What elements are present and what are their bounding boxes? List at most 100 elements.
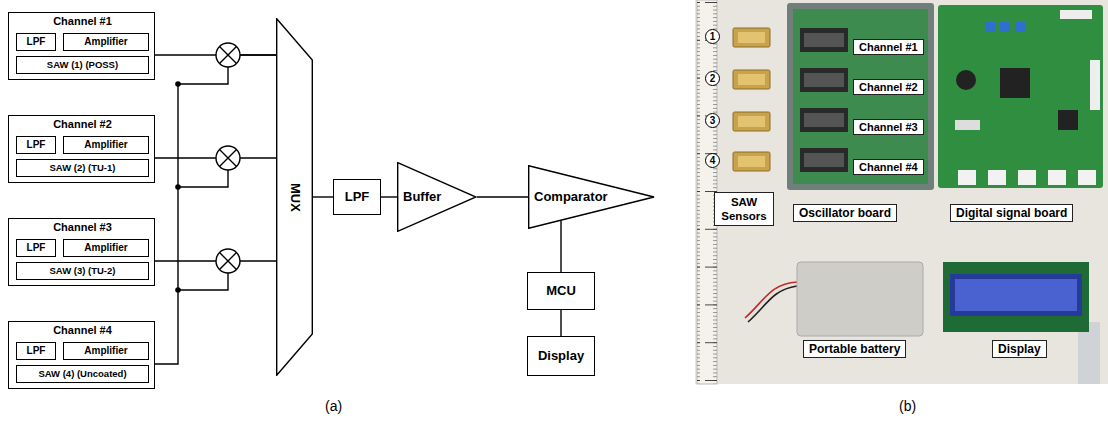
mixer-symbols [216, 43, 240, 273]
channel-box: Channel #3LPFAmplifierSAW (3) (TU-2) [8, 218, 155, 286]
potentiometer [1015, 22, 1025, 32]
process-box: MCU [527, 272, 595, 310]
block-label: LPF [27, 139, 46, 151]
branch-wires [178, 170, 228, 290]
block-label: Buffer [403, 190, 441, 205]
signal-wire [560, 221, 561, 272]
photo-tag: Digital signal board [950, 204, 1073, 222]
ic-socket [800, 108, 848, 132]
ic-socket [800, 28, 848, 52]
saw-sensors [733, 28, 770, 171]
callout-number: 3 [705, 113, 720, 128]
block-label: LPF [27, 345, 46, 357]
block-box: LPF [16, 136, 56, 154]
outline [277, 19, 313, 376]
photo-tag: Channel #3 [853, 119, 924, 135]
photo-tag: Display [992, 340, 1047, 358]
sensor-lid [738, 116, 765, 127]
battery [745, 262, 923, 336]
signal-wire [477, 196, 528, 197]
buzzer [956, 70, 976, 90]
connector [1048, 170, 1066, 185]
lcd-frame [943, 262, 1089, 332]
process-box: Display [527, 336, 595, 376]
digital-board [938, 5, 1103, 188]
block-label: LPF [345, 190, 370, 205]
callout-number: 1 [705, 29, 720, 44]
board-frame [787, 3, 934, 190]
outline [398, 163, 476, 232]
block-label: LPF [27, 36, 46, 48]
block-label: LPF [27, 242, 46, 254]
callout-number: 4 [705, 153, 720, 168]
mixer-symbol [216, 249, 240, 273]
ic-socket [800, 148, 848, 172]
sensor-chip [733, 152, 770, 171]
connector [988, 170, 1006, 185]
ic-socket [804, 73, 844, 87]
sensor-chip [733, 28, 770, 47]
ic-socket [804, 153, 844, 167]
ic-socket [804, 33, 844, 47]
channel-heading: Channel #3 [16, 221, 149, 234]
chip [1058, 110, 1078, 130]
signal-wire [313, 196, 333, 197]
photo-tag: Portable battery [803, 340, 906, 358]
photo-tag: Channel #2 [853, 79, 924, 95]
block-label: MUX [287, 183, 302, 212]
junction-dot [175, 287, 181, 293]
sensor-box: SAW (1) (POSS) [16, 56, 149, 74]
ic-socket [800, 68, 848, 92]
mcu-chip [1000, 68, 1030, 98]
lcd-display [943, 262, 1100, 384]
connector [1090, 60, 1100, 110]
lcd-screen [955, 279, 1077, 311]
mixer-symbol [216, 43, 240, 67]
block-box: Amplifier [63, 239, 149, 257]
pcb [793, 9, 928, 184]
amplifier-triangle: Comparator [528, 165, 655, 229]
block-label: Amplifier [84, 345, 127, 357]
connector [1078, 170, 1096, 185]
block-label: Amplifier [84, 36, 127, 48]
sensor-chip [733, 112, 770, 131]
photo-tag: Channel #1 [853, 39, 924, 55]
battery-pack [797, 262, 923, 336]
block-label: Display [538, 349, 584, 364]
channel-box: Channel #4LPFAmplifierSAW (4) (Uncoated) [8, 321, 155, 389]
sensor-lid [738, 156, 765, 167]
block-label: Comparator [534, 190, 608, 205]
outline [529, 166, 654, 229]
photo-background [695, 0, 1108, 384]
sensor-box: SAW (2) (TU-1) [16, 159, 149, 177]
header [1060, 10, 1092, 19]
connector [1018, 170, 1036, 185]
block-box: LPF [16, 33, 56, 51]
block-box: Amplifier [63, 136, 149, 154]
block-box: LPF [16, 239, 56, 257]
connector [958, 170, 976, 185]
lcd-bezel [950, 274, 1082, 316]
panel-label: (b) [899, 398, 916, 414]
photo-tag: Oscillator board [793, 204, 897, 222]
channel-heading: Channel #2 [16, 118, 149, 131]
battery-wire [748, 286, 797, 322]
panel-label: (a) [325, 398, 342, 414]
pcb [938, 5, 1103, 188]
potentiometer [985, 22, 995, 32]
signal-wire [381, 196, 397, 197]
junction-dot [175, 81, 181, 87]
callout-number: 2 [705, 71, 720, 86]
amplifier-triangle: Buffer [397, 162, 477, 232]
block-label: Amplifier [84, 242, 127, 254]
sensor-lid [738, 74, 765, 85]
block-label: SAW (4) (Uncoated) [38, 369, 126, 380]
sensor-chip [733, 70, 770, 89]
ic-socket [804, 113, 844, 127]
block-label: SAW (1) (POSS) [47, 60, 118, 71]
photo-tag: SAW Sensors [714, 192, 774, 226]
sensor-box: SAW (4) (Uncoated) [16, 365, 149, 383]
block-box: LPF [16, 342, 56, 360]
